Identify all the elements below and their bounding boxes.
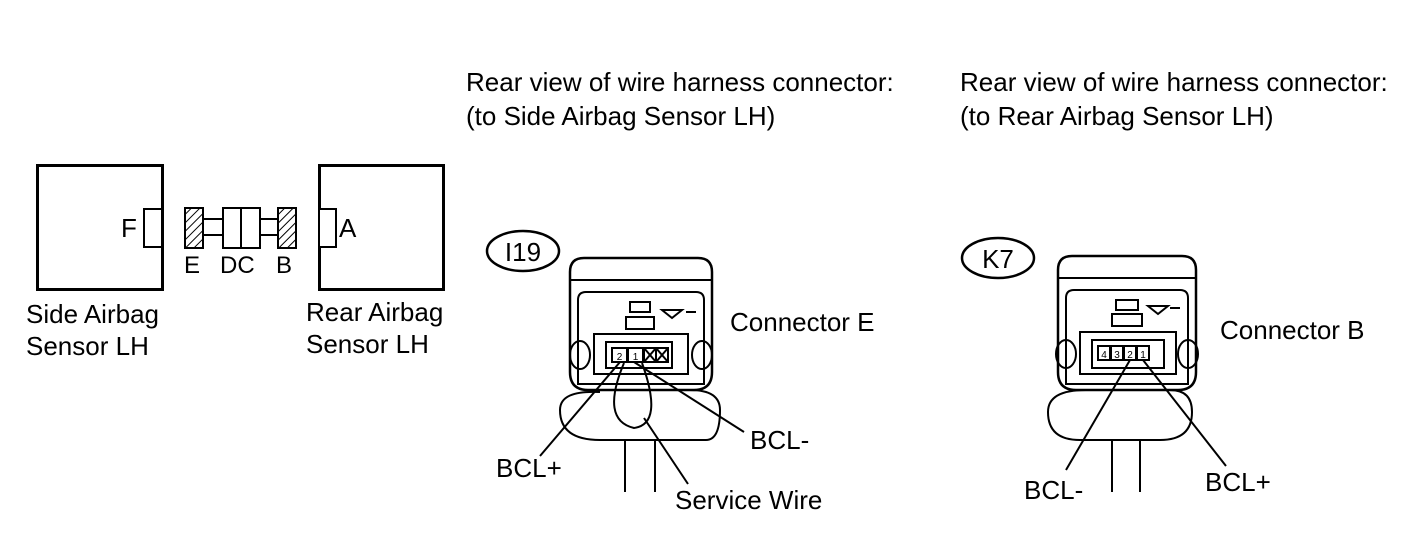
side-sensor-name-line2: Sensor LH: [26, 331, 149, 361]
k7-bcl-minus-label: BCL-: [1024, 475, 1084, 505]
i19-tag-oval: [485, 229, 561, 273]
i19-pin-1: 1: [633, 352, 639, 363]
k7-pin-4: 4: [1101, 350, 1107, 361]
rear-sensor-name-line2: Sensor LH: [306, 329, 429, 359]
rear-sensor-port-label: A: [339, 213, 357, 243]
rear-sensor-name-line1: Rear Airbag: [306, 297, 444, 327]
i19-heading-line2: (to Side Airbag Sensor LH): [466, 101, 776, 131]
k7-pin-1: 1: [1140, 350, 1146, 361]
connector-i19-drawing: [485, 229, 745, 492]
side-airbag-sensor-box: [36, 164, 164, 291]
connector-k7-drawing: [960, 236, 1227, 492]
i19-pin-2: 2: [617, 352, 623, 363]
side-sensor-name-line1: Side Airbag: [26, 299, 159, 329]
rear-sensor-port: [318, 208, 337, 248]
k7-pin-2: 2: [1127, 350, 1133, 361]
connector-b-block: [277, 207, 297, 249]
rear-airbag-sensor-box: [318, 164, 445, 291]
i19-connector-name: Connector E: [730, 307, 875, 337]
i19-bcl-minus-label: BCL-: [750, 425, 810, 455]
k7-heading-line1: Rear view of wire harness connector:: [960, 67, 1388, 97]
i19-service-wire-label: Service Wire: [675, 485, 823, 515]
k7-tag: K7: [982, 244, 1014, 274]
k7-pin-3: 3: [1114, 350, 1120, 361]
side-sensor-port-label: F: [121, 213, 137, 243]
k7-connector-name: Connector B: [1220, 315, 1365, 345]
side-sensor-port: [143, 208, 163, 248]
i19-heading-line1: Rear view of wire harness connector:: [466, 67, 894, 97]
k7-heading-line2: (to Rear Airbag Sensor LH): [960, 101, 1274, 131]
connector-dc-label: DC: [220, 252, 255, 279]
connector-e-block: [184, 207, 204, 249]
k7-bcl-plus-label: BCL+: [1205, 467, 1271, 497]
connector-dc-block: [222, 207, 261, 249]
i19-tag: I19: [505, 237, 541, 267]
connector-b-label: B: [276, 252, 293, 279]
connector-e-label: E: [184, 252, 201, 279]
k7-tag-oval: [960, 236, 1036, 280]
i19-bcl-plus-label: BCL+: [496, 453, 562, 483]
